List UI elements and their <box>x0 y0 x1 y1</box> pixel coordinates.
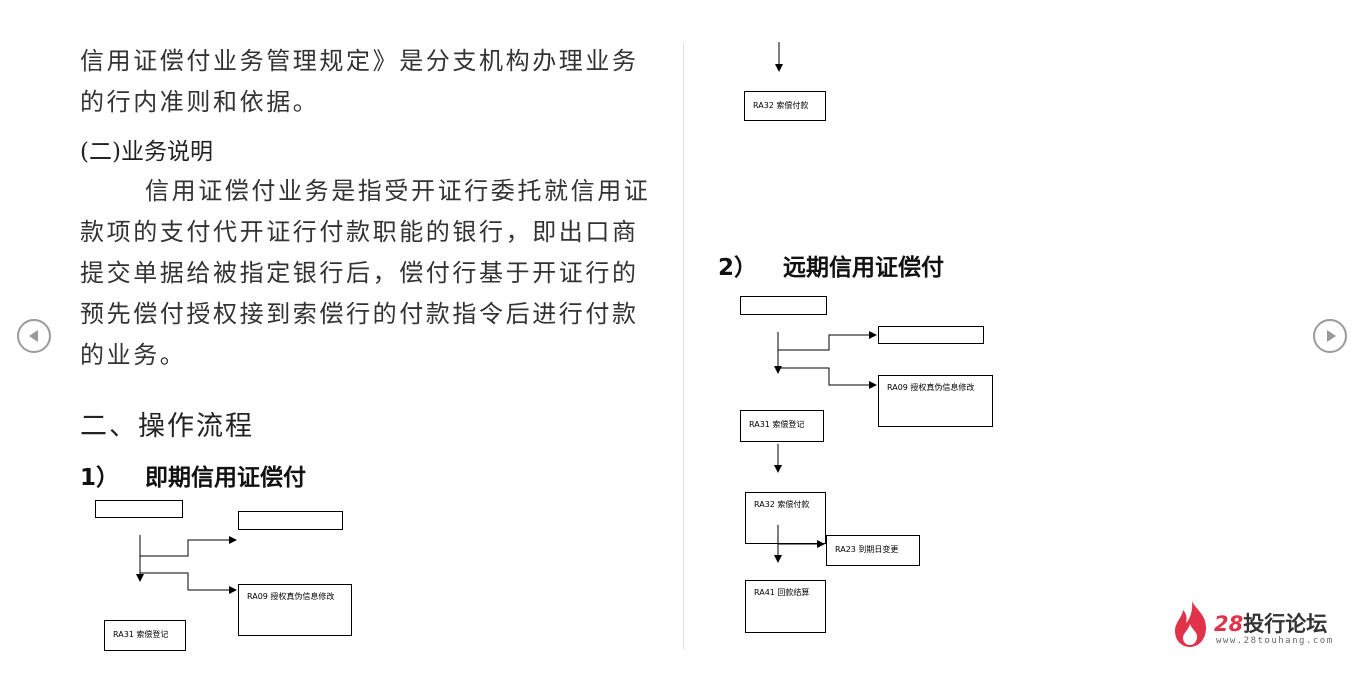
flow1-empty-box-a <box>95 500 183 518</box>
ra32-top-box: RA32 索偿付款 <box>744 91 826 121</box>
subheading: (二)业务说明 <box>80 139 213 165</box>
step2-heading: 2） 远期信用证偿付 <box>718 248 944 282</box>
next-page-button[interactable] <box>1313 319 1347 353</box>
site-logo: 28投行论坛 www.28touhang.com <box>1172 600 1342 652</box>
flow2-ra31-box: RA31 索偿登记 <box>740 410 824 442</box>
flow2-empty-box-a <box>740 296 827 315</box>
logo-url: www.28touhang.com <box>1216 636 1334 646</box>
column-divider <box>683 42 684 650</box>
flow1-ra09-box: RA09 授权真伪信息修改 <box>238 584 352 636</box>
flow2-ra32-box: RA32 索偿付款 <box>745 492 826 544</box>
chevron-right-icon <box>1327 330 1336 342</box>
flow2-empty-box-b <box>878 326 984 344</box>
chevron-left-icon <box>29 330 38 342</box>
flow2-ra41-box: RA41 回款结算 <box>745 580 826 633</box>
intro-paragraph: 信用证偿付业务管理规定》是分支机构办理业务的行内准则和依据。 <box>80 47 639 116</box>
step2-title: 远期信用证偿付 <box>783 254 945 281</box>
logo-name: 投行论坛 <box>1243 612 1328 636</box>
logo-number: 28 <box>1214 612 1244 636</box>
flow2-ra09-box: RA09 授权真伪信息修改 <box>878 375 993 427</box>
step1-number: 1） <box>80 465 120 491</box>
section-title: 二、操作流程 <box>80 411 254 442</box>
flame-icon <box>1175 601 1206 647</box>
flow2-ra23-box: RA23 到期日变更 <box>826 535 920 566</box>
flow1-empty-box-b <box>238 511 343 530</box>
description-paragraph: 信用证偿付业务是指受开证行委托就信用证款项的支付代开证行付款职能的银行，即出口商… <box>80 177 651 369</box>
step2-number: 2） <box>718 255 758 281</box>
prev-page-button[interactable] <box>17 319 51 353</box>
step1-heading: 1） 即期信用证偿付 <box>80 458 306 492</box>
flow1-ra31-box: RA31 索偿登记 <box>104 620 186 651</box>
step1-title: 即期信用证偿付 <box>145 464 307 491</box>
logo-wordmark: 28投行论坛 <box>1214 608 1327 638</box>
